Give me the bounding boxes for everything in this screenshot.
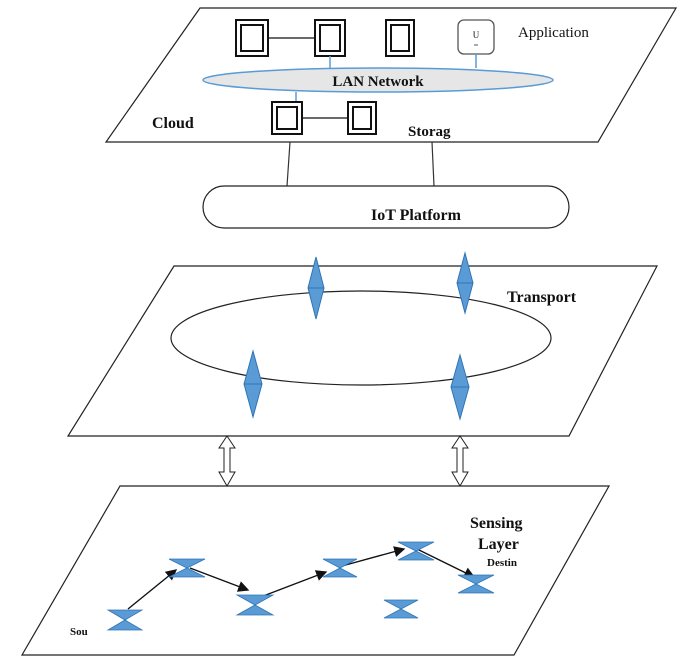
iot-platform-pill: [202, 185, 570, 229]
application-label: Application: [518, 25, 589, 41]
route-arrows: [127, 546, 476, 610]
destination-label: Destin: [487, 557, 517, 569]
sensor-node-5: [397, 541, 435, 561]
sensor-node-source: [106, 609, 144, 631]
server-icon-3: [385, 19, 415, 57]
cloud-platform-connector-right: [431, 141, 435, 187]
cloud-platform-connector-left: [286, 141, 291, 187]
transport-sensing-double-arrow-right: [451, 435, 469, 488]
user-icon-text: U: [473, 30, 480, 40]
sensing-label-line1: Sensing: [470, 515, 522, 532]
lan-network-ellipse: [202, 67, 554, 93]
user-device-icon: U: [457, 19, 495, 55]
lan-network-label: LAN Network: [332, 74, 424, 90]
sensor-node-destination: [457, 574, 495, 594]
iot-platform-label: IoT Platform: [371, 207, 462, 224]
sensor-node-2: [168, 558, 206, 578]
storage-server-icon-1: [271, 101, 303, 135]
sensor-node-isolated: [383, 599, 419, 619]
sensing-label-line2: Layer: [478, 536, 519, 553]
transport-label: Transport: [507, 289, 577, 306]
sensor-node-3: [235, 594, 275, 616]
transport-node-3: [243, 349, 263, 419]
sensor-node-4: [322, 558, 358, 578]
transport-sensing-double-arrow-left: [218, 435, 236, 488]
transport-node-4: [450, 353, 470, 421]
source-label: Sou: [70, 626, 88, 638]
storage-server-icon-2: [347, 101, 377, 135]
transport-ring: [170, 290, 552, 386]
server-icon-1: [235, 19, 269, 57]
transport-node-1: [307, 256, 325, 320]
server-icon-2: [314, 19, 346, 57]
transport-node-2: [456, 251, 474, 315]
storage-label: Storag: [408, 124, 451, 140]
cloud-label: Cloud: [152, 115, 194, 132]
